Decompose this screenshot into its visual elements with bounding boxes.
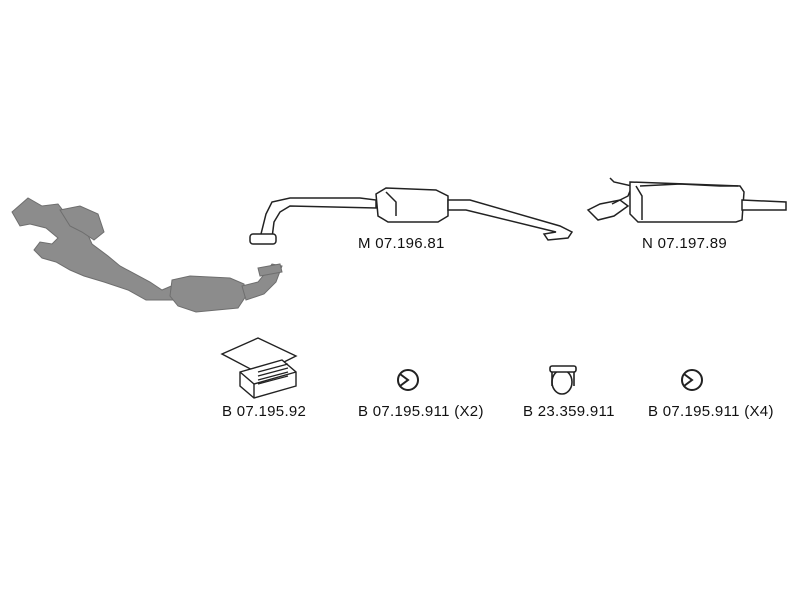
part-label-clamp-x2: B 07.195.911 (X2) <box>358 403 484 420</box>
center-muffler <box>249 187 574 245</box>
clamp-x2 <box>397 369 419 391</box>
clamp-x4 <box>681 369 703 391</box>
mounting-kit-box <box>220 337 298 399</box>
part-label-pipe-connector: B 23.359.911 <box>523 403 615 420</box>
part-label-rear-muffler: N 07.197.89 <box>642 235 728 252</box>
part-label-mounting-kit: B 07.195.92 <box>222 403 307 420</box>
part-label-clamp-x4: B 07.195.911 (X4) <box>648 403 774 420</box>
front-pipe-catalytic-converter <box>11 197 283 313</box>
part-label-center-muffler: M 07.196.81 <box>358 235 445 252</box>
rear-muffler <box>586 177 787 223</box>
pipe-connector <box>549 365 577 395</box>
